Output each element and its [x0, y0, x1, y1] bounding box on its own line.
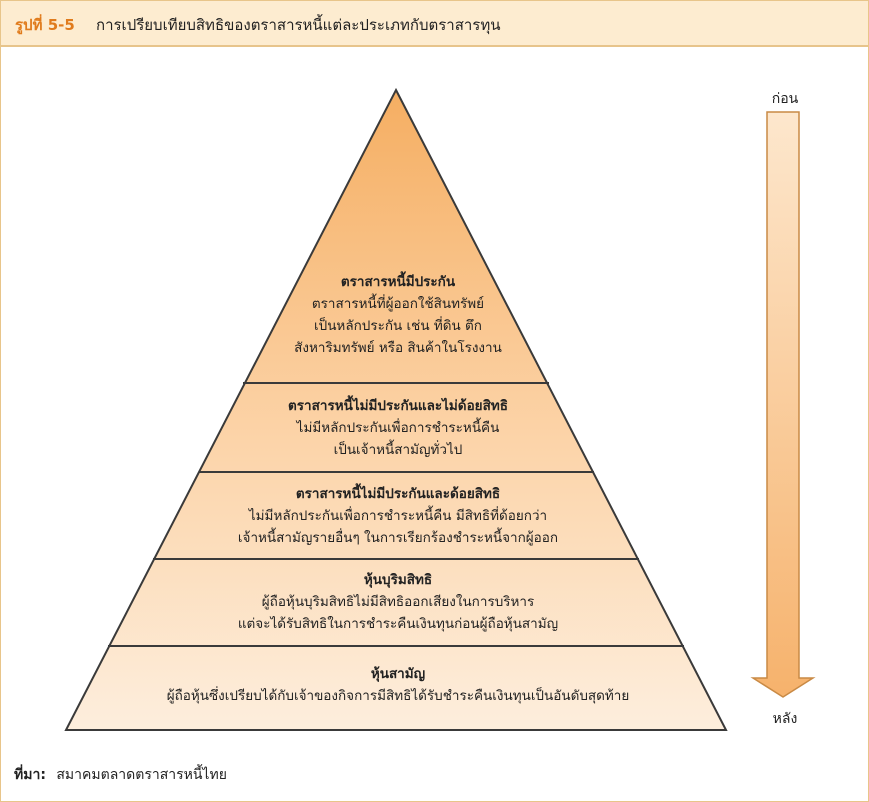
- tier-unsecured-senior-debt: ตราสารหนี้ไม่มีประกันและไม่ด้อยสิทธิ ไม่…: [120, 395, 676, 461]
- tier-line: ไม่มีหลักประกันเพื่อการชำระหนี้คืน: [296, 420, 500, 436]
- arrow-bottom-label: หลัง: [772, 711, 798, 727]
- tier-preferred-stock: หุ้นบุริมสิทธิ ผู้ถือหุ้นบุริมสิทธิไม่มี…: [120, 569, 676, 635]
- tier-secured-debt: ตราสารหนี้มีประกัน ตราสารหนี้ที่ผู้ออกใช…: [120, 271, 676, 359]
- source-text: สมาคมตลาดตราสารหนี้ไทย: [56, 767, 227, 783]
- tier-title: ตราสารหนี้มีประกัน: [340, 274, 456, 290]
- pyramid-shape: [64, 87, 728, 731]
- figure-number: รูปที่ 5-5: [15, 16, 75, 34]
- tier-line: แต่จะได้รับสิทธิในการชำระคืนเงินทุนก่อนผ…: [237, 616, 559, 632]
- tier-title: หุ้นบุริมสิทธิ: [363, 572, 433, 588]
- figure-header: รูปที่ 5-5 การเปรียบเทียบสิทธิของตราสารห…: [1, 1, 868, 47]
- tier-line: ไม่มีหลักประกันเพื่อการชำระหนี้คืน มีสิท…: [248, 508, 548, 524]
- tier-line: สังหาริมทรัพย์ หรือ สินค้าในโรงงาน: [294, 340, 502, 356]
- tier-line: เจ้าหนี้สามัญรายอื่นๆ ในการเรียกร้องชำระ…: [237, 530, 559, 546]
- tier-line: เป็นหลักประกัน เช่น ที่ดิน ตึก: [314, 318, 482, 334]
- tier-line: เป็นเจ้าหนี้สามัญทั่วไป: [333, 442, 463, 458]
- tier-title: ตราสารหนี้ไม่มีประกันและไม่ด้อยสิทธิ: [288, 398, 508, 414]
- figure-title: การเปรียบเทียบสิทธิของตราสารหนี้แต่ละประ…: [96, 16, 501, 34]
- tier-line: ผู้ถือหุ้นบุริมสิทธิไม่มีสิทธิออกเสียงใน…: [261, 594, 535, 610]
- tier-title: หุ้นสามัญ: [370, 666, 426, 682]
- tier-line: ตราสารหนี้ที่ผู้ออกใช้สินทรัพย์: [311, 296, 485, 312]
- order-arrow: [750, 111, 816, 698]
- source-label: ที่มา:: [14, 767, 46, 783]
- tier-title: ตราสารหนี้ไม่มีประกันและด้อยสิทธิ: [295, 486, 501, 502]
- source-note: ที่มา: สมาคมตลาดตราสารหนี้ไทย: [14, 764, 227, 786]
- arrow-top-label: ก่อน: [771, 91, 799, 107]
- tier-line: ผู้ถือหุ้นซึ่งเปรียบได้กับเจ้าของกิจการม…: [166, 688, 630, 704]
- tier-unsecured-subordinated-debt: ตราสารหนี้ไม่มีประกันและด้อยสิทธิ ไม่มีห…: [120, 483, 676, 549]
- tier-common-stock: หุ้นสามัญ ผู้ถือหุ้นซึ่งเปรียบได้กับเจ้า…: [120, 663, 676, 707]
